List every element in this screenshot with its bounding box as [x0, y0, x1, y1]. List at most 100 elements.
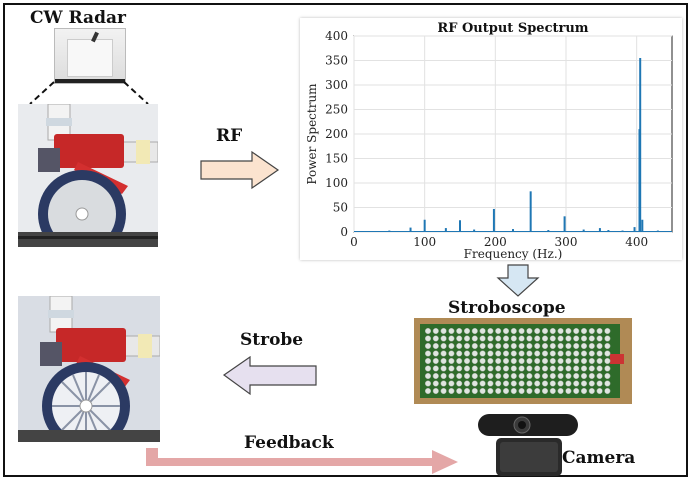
led — [596, 350, 603, 357]
led — [541, 372, 549, 380]
led — [518, 350, 525, 357]
led — [495, 372, 502, 380]
led — [596, 365, 603, 372]
led — [463, 335, 471, 342]
led — [518, 342, 525, 350]
led — [487, 365, 494, 372]
led — [580, 350, 588, 357]
led — [471, 387, 478, 395]
y-tick-label: 50 — [333, 201, 348, 215]
led — [471, 350, 478, 357]
led — [580, 327, 588, 335]
led — [463, 387, 471, 395]
led — [541, 387, 549, 395]
led — [526, 372, 533, 380]
y-tick-label: 400 — [325, 29, 348, 43]
led — [432, 372, 439, 380]
led — [487, 342, 494, 350]
led — [534, 357, 541, 365]
led — [604, 380, 611, 387]
led — [448, 350, 455, 357]
led — [573, 327, 580, 335]
led — [495, 350, 502, 357]
led — [424, 372, 432, 380]
led — [541, 380, 549, 387]
led — [471, 357, 478, 365]
x-axis-label: Frequency (Hz.) — [464, 247, 563, 260]
led — [448, 342, 455, 350]
led — [526, 327, 533, 335]
led — [487, 380, 494, 387]
led — [541, 357, 549, 365]
valve-fan-photo-strobed — [18, 296, 160, 442]
led — [448, 380, 455, 387]
led — [549, 372, 556, 380]
led — [565, 365, 572, 372]
led — [440, 327, 447, 335]
led — [549, 380, 556, 387]
led — [565, 342, 572, 350]
x-tick-label: 400 — [625, 235, 648, 249]
led — [588, 335, 595, 342]
y-tick-label: 100 — [325, 176, 348, 190]
led — [604, 350, 611, 357]
x-tick-label: 300 — [555, 235, 578, 249]
led — [596, 387, 603, 395]
led — [580, 342, 588, 350]
led — [424, 357, 432, 365]
led — [432, 365, 439, 372]
led — [604, 342, 611, 350]
led — [448, 357, 455, 365]
led — [440, 372, 447, 380]
led — [424, 342, 432, 350]
led — [510, 387, 517, 395]
led — [580, 387, 588, 395]
x-tick-label: 0 — [350, 235, 358, 249]
led — [479, 327, 486, 335]
led — [502, 342, 510, 350]
led — [604, 387, 611, 395]
led — [479, 350, 486, 357]
led — [440, 350, 447, 357]
led — [518, 372, 525, 380]
led — [456, 342, 463, 350]
led — [573, 372, 580, 380]
led — [432, 387, 439, 395]
led — [502, 357, 510, 365]
led — [557, 327, 564, 335]
led — [596, 327, 603, 335]
led — [471, 327, 478, 335]
led — [557, 372, 564, 380]
led — [588, 342, 595, 350]
led — [549, 350, 556, 357]
led — [534, 342, 541, 350]
figure-frame — [3, 3, 688, 477]
led — [557, 380, 564, 387]
led — [549, 335, 556, 342]
led — [573, 342, 580, 350]
led — [479, 342, 486, 350]
led — [526, 380, 533, 387]
camera-image — [474, 412, 582, 478]
led — [510, 327, 517, 335]
led — [604, 365, 611, 372]
led — [479, 372, 486, 380]
led — [549, 387, 556, 395]
led — [432, 380, 439, 387]
led — [424, 380, 432, 387]
down-arrow — [496, 264, 540, 297]
led — [588, 387, 595, 395]
led — [456, 380, 463, 387]
led — [534, 372, 541, 380]
led — [456, 335, 463, 342]
led — [463, 327, 471, 335]
led — [502, 327, 510, 335]
led — [502, 365, 510, 372]
led — [502, 335, 510, 342]
led — [456, 365, 463, 372]
led — [440, 365, 447, 372]
led — [518, 357, 525, 365]
led — [588, 372, 595, 380]
led — [526, 350, 533, 357]
